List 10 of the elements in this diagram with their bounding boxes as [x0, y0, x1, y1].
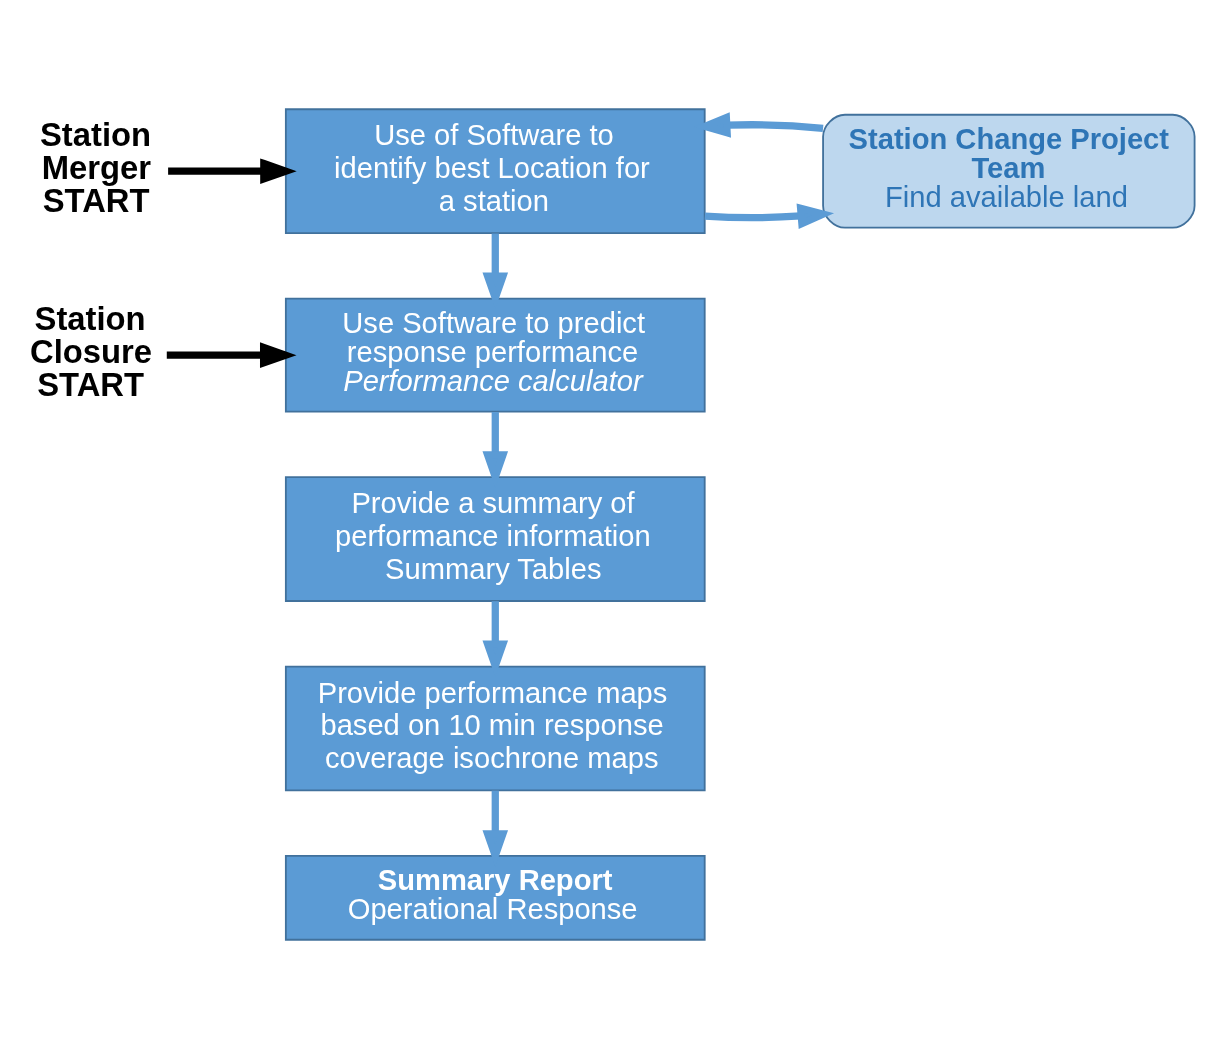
node-box: Station Change Project Team Find available land: [822, 113, 1196, 229]
node-text: Station Closure START: [29, 300, 152, 403]
arrow: [166, 342, 297, 368]
node-box: Provide performance maps based on 10 min response coverage isochrone maps: [284, 665, 706, 792]
node-text: Station Merger START: [40, 116, 152, 219]
node-box: Provide a summary of performance information Summary Tables: [284, 476, 706, 602]
node-box: Use of Software to identify best Location for a station: [284, 108, 706, 235]
node-box: Use Software to predict response performance Performance calculator: [284, 297, 706, 413]
arrow: [704, 203, 835, 229]
node-box: Summary Report Operational Response: [284, 855, 706, 941]
